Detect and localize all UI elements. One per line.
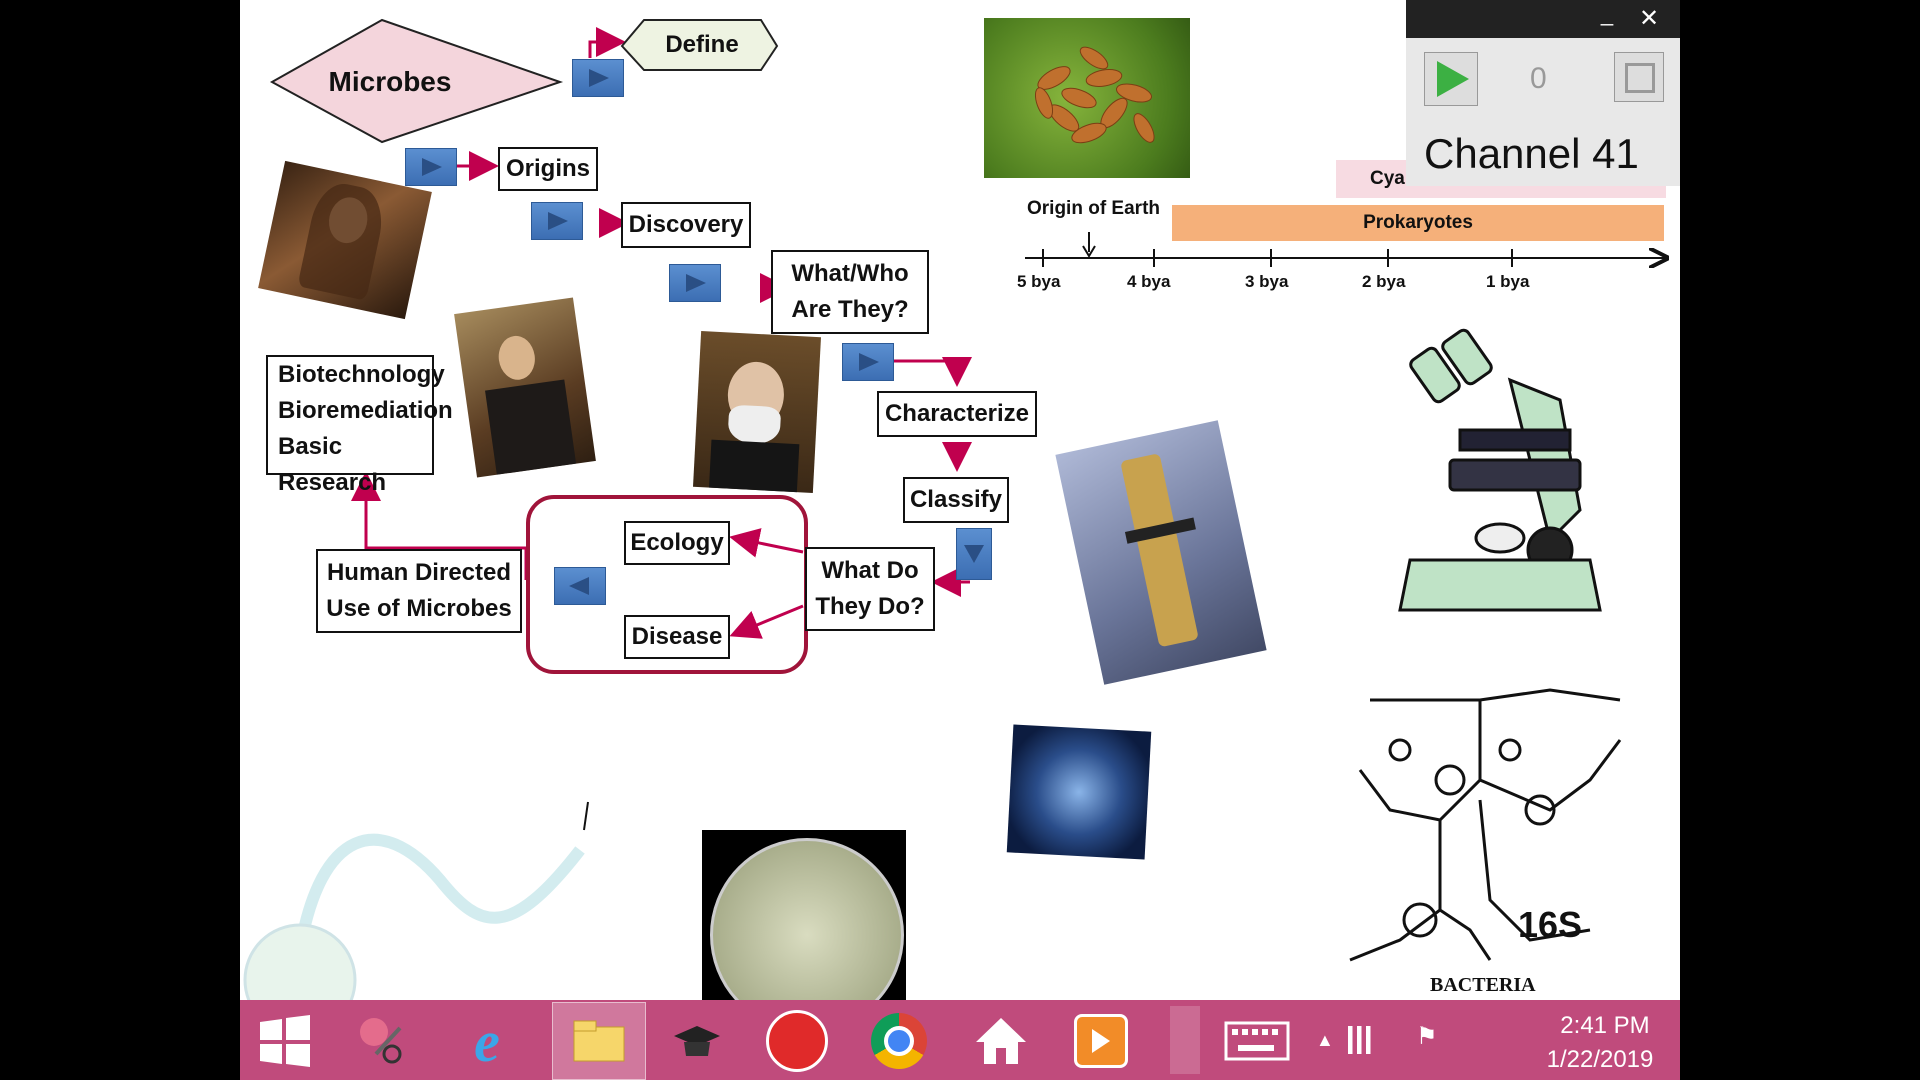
folder-icon (573, 1020, 625, 1062)
app-line2: Bioremediation (278, 397, 453, 424)
swan-neck-flask (243, 801, 589, 1000)
cloud-app-button[interactable] (766, 1010, 828, 1072)
16s-rrna-structure (1349, 688, 1622, 962)
bacteria-micrograph (984, 18, 1190, 178)
whatdo-play-button[interactable] (956, 528, 992, 580)
scissors-icon (360, 1018, 402, 1064)
tick-5bya: 5 bya (1017, 272, 1061, 291)
microbes-label: Microbes (328, 66, 452, 97)
characterize-box[interactable]: Characterize (877, 391, 1037, 437)
discovery-play-button[interactable] (531, 202, 583, 240)
characterize-play-button[interactable] (842, 343, 894, 381)
tick-4bya: 4 bya (1127, 272, 1171, 291)
tick-3bya: 3 bya (1245, 272, 1289, 291)
human-line2: Use of Microbes (326, 595, 512, 622)
whatwho-line2: Are They? (791, 296, 909, 323)
media-player-button[interactable] (1070, 1010, 1132, 1072)
origins-play-button[interactable] (405, 148, 457, 186)
whatdo-box[interactable]: What Do They Do? (805, 547, 935, 631)
flow-arrows (269, 18, 1680, 674)
chrome-button[interactable] (868, 1010, 930, 1072)
windows-taskbar: e ▲ ⚑ 2:41 PM 1/22/2019 (240, 1000, 1680, 1080)
disease-box[interactable]: Disease (624, 615, 730, 659)
whatwho-box[interactable]: What/Who Are They? (771, 250, 929, 334)
define-play-button[interactable] (572, 59, 624, 97)
define-hexagon (620, 19, 779, 71)
origins-box[interactable]: Origins (498, 147, 598, 191)
mortarboard-app-button[interactable] (666, 1010, 728, 1072)
popout-button[interactable] (1614, 52, 1664, 102)
channel-title: Channel 41 (1424, 130, 1639, 177)
close-button[interactable]: ✕ (1638, 5, 1660, 32)
keyboard-button[interactable] (1220, 1010, 1294, 1072)
ecology-box[interactable]: Ecology (624, 521, 730, 565)
origin-of-earth-label: Origin of Earth (1027, 198, 1160, 219)
cloud-icon (766, 1010, 828, 1072)
prokaryotes-label: Prokaryotes (1363, 212, 1473, 233)
minimize-button[interactable]: _ (1600, 1, 1614, 26)
tick-1bya: 1 bya (1486, 272, 1530, 291)
media-icon (1074, 1014, 1128, 1068)
taskbar-scroll[interactable] (1170, 1006, 1200, 1074)
home-icon (976, 1018, 1026, 1064)
koch-portrait (693, 330, 821, 494)
play-button[interactable] (1424, 52, 1478, 106)
start-button[interactable] (254, 1010, 316, 1072)
chrome-icon (871, 1013, 927, 1069)
snipping-tool-button[interactable] (352, 1010, 414, 1072)
pasteur-portrait (454, 297, 596, 478)
ie-icon: e (474, 1008, 500, 1074)
human-directed-box[interactable]: Human Directed Use of Microbes (316, 549, 522, 633)
channel-widget: _ ✕ 0 Channel 41 (1406, 0, 1680, 186)
human-line1: Human Directed (326, 559, 512, 586)
app-line1: Biotechnology (278, 361, 445, 388)
whatwho-line1: What/Who (791, 260, 909, 287)
play-icon (1437, 61, 1469, 97)
applications-box[interactable]: Biotechnology Bioremediation Basic Resea… (266, 355, 453, 496)
file-explorer-button[interactable] (552, 1002, 646, 1080)
tick-2bya: 2 bya (1362, 272, 1406, 291)
microbes-diamond (269, 18, 564, 144)
microscope-illustration (1398, 328, 1602, 612)
clock-date[interactable]: 1/22/2019 (1546, 1046, 1654, 1073)
home-button[interactable] (970, 1010, 1032, 1072)
popout-icon (1625, 63, 1655, 93)
16s-label: 16S (1518, 904, 1583, 945)
bacteria-label: BACTERIA (1430, 974, 1536, 996)
human-play-button[interactable] (554, 567, 606, 605)
show-hidden-icons[interactable]: ▲ (1316, 1030, 1334, 1050)
whatwho-play-button[interactable] (669, 264, 721, 302)
app-line3: Basic Research (278, 433, 387, 496)
keyboard-icon (1224, 1021, 1290, 1061)
prokaryotes-bar: Prokaryotes (1172, 205, 1664, 241)
define-label: Define (665, 31, 739, 58)
graduation-cap-icon (674, 1026, 720, 1056)
network-icon[interactable] (1348, 1026, 1378, 1054)
discovery-box[interactable]: Discovery (621, 202, 751, 248)
action-center-icon[interactable]: ⚑ (1416, 1023, 1438, 1050)
counter-value: 0 (1530, 62, 1547, 95)
whatdo-line2: They Do? (815, 593, 925, 620)
virus-image (1006, 724, 1152, 860)
petri-dish-photo (702, 830, 906, 1000)
windows-icon (260, 1015, 310, 1067)
classify-box[interactable]: Classify (903, 477, 1009, 523)
clock-time[interactable]: 2:41 PM (1560, 1012, 1650, 1039)
whatdo-line1: What Do (821, 557, 919, 584)
internet-explorer-button[interactable]: e (456, 1008, 518, 1074)
widget-titlebar (1406, 0, 1680, 38)
